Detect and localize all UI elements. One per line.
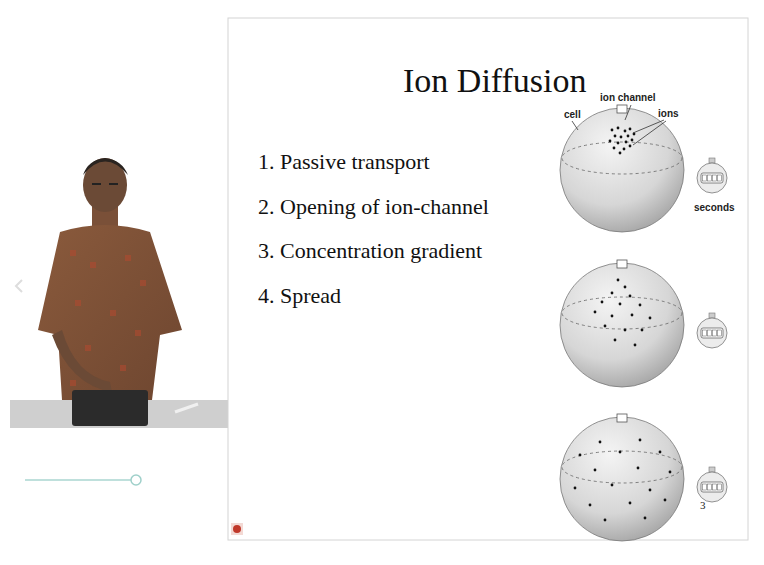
progress-knob [131, 475, 141, 485]
ion-dot [639, 304, 642, 307]
ion-dot [624, 130, 627, 133]
ion-dot [625, 141, 628, 144]
ion-dot [669, 471, 672, 474]
ion-dot [601, 301, 604, 304]
part-label: ion channel [600, 93, 656, 103]
ion-dot [609, 140, 612, 143]
ion-channel [617, 260, 627, 268]
ion-dot [629, 128, 632, 131]
ion-dot [617, 279, 620, 282]
ion-dot [614, 339, 617, 342]
page-number: 3 [700, 500, 706, 511]
ion-dot [614, 135, 617, 138]
ion-dot [641, 329, 644, 332]
bullet-item: 2. Opening of ion-channel [258, 196, 489, 218]
ion-dot [604, 519, 607, 522]
logo [231, 523, 243, 535]
stopwatch [697, 467, 727, 502]
ion-dot [629, 502, 632, 505]
part-label: cell [564, 110, 581, 120]
ion-dot [611, 292, 614, 295]
unit-label: seconds [694, 203, 735, 213]
ion-dot [604, 325, 607, 328]
ion-dot [631, 139, 634, 142]
nav-arrow [16, 280, 22, 292]
ion-dot [579, 454, 582, 457]
ion-dot [599, 441, 602, 444]
ion-dot [589, 504, 592, 507]
ion-dot [623, 148, 626, 151]
ion-dot [631, 314, 634, 317]
ion-dot [617, 142, 620, 145]
ion-dot [619, 303, 622, 306]
ion-dot [611, 315, 614, 318]
bullet-item: 3. Concentration gradient [258, 240, 482, 262]
ion-dot [617, 127, 620, 130]
ion-dot [634, 344, 637, 347]
bullet-item: 4. Spread [258, 285, 341, 307]
ion-dot [619, 152, 622, 155]
pen [175, 404, 198, 412]
ion-dot [629, 295, 632, 298]
ion-dot [639, 439, 642, 442]
ion-dot [629, 145, 632, 148]
ion-dot [611, 484, 614, 487]
ion-dot [624, 329, 627, 332]
laptop [72, 390, 148, 426]
bullet-item: 1. Passive transport [258, 151, 430, 173]
cell-illustrations [560, 105, 727, 541]
ion-dot [664, 499, 667, 502]
ion-dot [594, 469, 597, 472]
ion-dot [659, 451, 662, 454]
stopwatch [697, 313, 727, 348]
stopwatch [697, 158, 727, 193]
ion-dot [627, 135, 630, 138]
ion-dot [613, 147, 616, 150]
ion-channel [617, 105, 627, 113]
ion-dot [649, 317, 652, 320]
part-label: ions [658, 109, 679, 119]
presenter [38, 158, 182, 400]
leader-lines [572, 105, 666, 145]
progress-bar [25, 479, 135, 481]
ion-dot [620, 136, 623, 139]
ion-dot [649, 489, 652, 492]
ion-dot [574, 487, 577, 490]
ion-dot [611, 129, 614, 132]
cell-sphere [560, 414, 727, 541]
slide [228, 18, 748, 540]
ion-dot [594, 311, 597, 314]
ion-dot [637, 467, 640, 470]
ion-dot [644, 517, 647, 520]
ion-channel [617, 414, 627, 422]
ion-dot [619, 451, 622, 454]
ion-dot [624, 286, 627, 289]
slide-title: Ion Diffusion [403, 64, 587, 98]
cell-sphere [560, 260, 727, 387]
